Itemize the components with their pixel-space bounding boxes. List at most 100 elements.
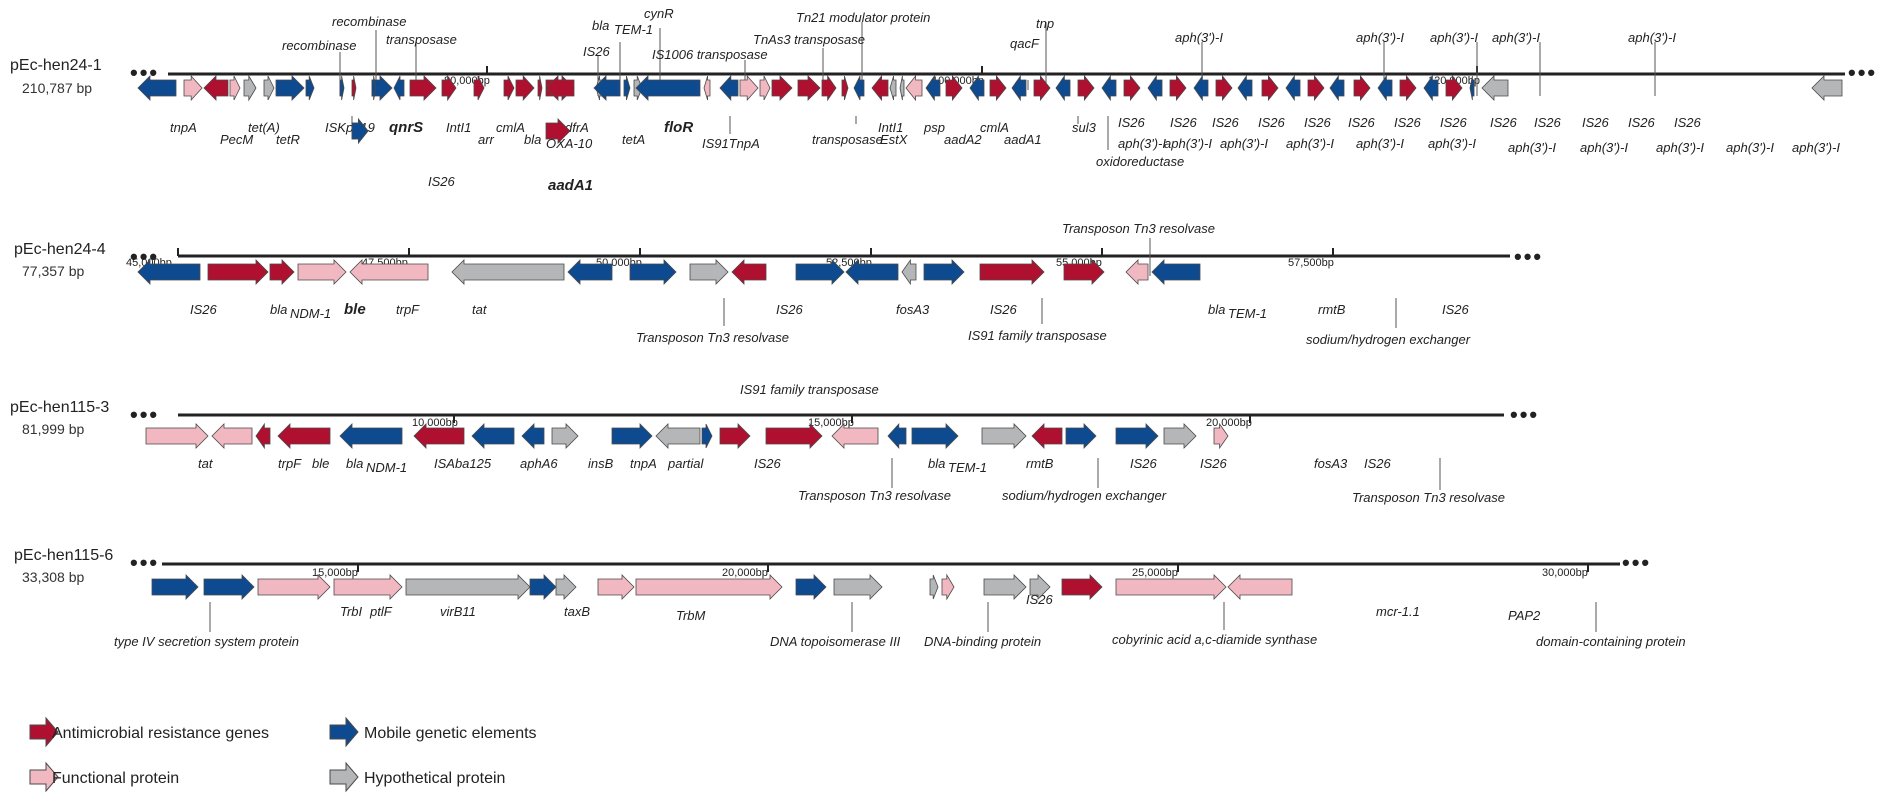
leader-lines — [209, 602, 1597, 632]
gene-label: aphA6 — [520, 456, 558, 471]
gene-label: type IV secretion system protein — [114, 634, 299, 649]
gene-arrow-mobile — [1285, 74, 1301, 102]
gene-arrow-hypothetical — [1029, 574, 1051, 600]
gene-arrow-hypothetical — [833, 574, 883, 600]
gene-arrow-hypothetical — [243, 74, 257, 102]
gene-arrow-amr — [255, 422, 271, 450]
gene-arrow-mobile — [1329, 74, 1345, 102]
gene-arrow-mobile — [1065, 423, 1097, 449]
gene-arrow-functional — [635, 574, 783, 600]
gene-arrow-amr — [1077, 74, 1095, 102]
gene-arrow-amr — [409, 75, 437, 101]
tick-label: 15,000bp — [808, 417, 854, 429]
gene-label: IS26 — [428, 174, 456, 189]
gene-arrow-amr — [1063, 259, 1105, 285]
gene-arrow-mobile — [719, 74, 739, 102]
gene-label: aph(3')-I — [1118, 136, 1166, 151]
gene-label: sodium/hydrogen exchanger — [1306, 332, 1471, 347]
gene-label: mcr-1.1 — [1376, 604, 1420, 619]
gene-label: Transposon Tn3 resolvase — [1062, 221, 1215, 236]
tick-label: 20,000bp — [722, 567, 768, 579]
gene-label: PecM — [220, 132, 253, 147]
gene-arrow-amr — [1061, 574, 1103, 600]
gene-label: aph(3')-I — [1792, 140, 1840, 155]
gene-label: recombinase — [282, 38, 356, 53]
gene-label: transposase — [812, 132, 883, 147]
gene-arrow-amr — [351, 75, 357, 101]
gene-label: aph(3')-I — [1356, 136, 1404, 151]
gene-label: TrbI — [340, 604, 363, 619]
gene-label: TnAs3 transposase — [753, 32, 865, 47]
gene-label: IS26 — [1026, 592, 1054, 607]
gene-label: tat — [472, 302, 488, 317]
legend-swatch-hypothetical — [329, 761, 359, 793]
gene-label: aph(3')-I — [1220, 136, 1268, 151]
gene-label: IS26 — [990, 302, 1018, 317]
gene-arrow-amr — [1123, 74, 1141, 102]
ellipsis-left: ••• — [130, 402, 159, 427]
gene-arrow-mobile — [1011, 74, 1027, 102]
gene-arrow-amr — [545, 118, 571, 144]
gene-label: aph(3')-I — [1356, 30, 1404, 45]
gene-arrow-hypothetical — [981, 423, 1027, 449]
gene-arrow-functional — [211, 423, 253, 449]
gene-arrow-mobile — [1147, 74, 1163, 102]
gene-label: aph(3')-I — [1428, 136, 1476, 151]
gene-arrow-mobile — [339, 75, 345, 101]
legend-swatch-mobile — [329, 716, 359, 748]
gene-arrow-amr — [1399, 74, 1417, 102]
tick-label: 30,000bp — [1542, 567, 1588, 579]
gene-label: aph(3')-I — [1580, 140, 1628, 155]
gene-label: IS26 — [1130, 456, 1158, 471]
gene-arrow-amr — [545, 75, 575, 101]
gene-label: tet(A) — [248, 120, 280, 135]
gene-label: aadA1 — [548, 177, 593, 194]
gene-arrow-functional — [1115, 574, 1227, 600]
gene-arrow-mobile — [795, 574, 827, 600]
plasmid-size: 33,308 bp — [22, 569, 84, 585]
gene-label: IS26 — [1628, 115, 1656, 130]
gene-arrow-mobile — [611, 423, 653, 449]
gene-label: insB — [588, 456, 614, 471]
gene-arrow-mobile — [521, 423, 545, 449]
tick-label: 20,000bp — [1206, 417, 1252, 429]
gene-label: Transposon Tn3 resolvase — [798, 488, 951, 503]
gene-arrow-functional — [1213, 422, 1229, 450]
gene-label: cmlA — [496, 120, 525, 135]
gene-label-sub: TEM-1 — [614, 22, 653, 37]
gene-arrow-mobile — [1237, 74, 1253, 102]
gene-arrow-hypothetical — [451, 259, 565, 285]
gene-label: IS1006 transposase — [652, 47, 768, 62]
gene-label: aph(3')-I — [1430, 30, 1478, 45]
gene-arrow-functional — [297, 259, 347, 285]
gene-arrow-mobile — [1377, 74, 1393, 102]
tick-label: 57,500bp — [1288, 257, 1334, 269]
gene-arrow-functional — [941, 573, 955, 601]
gene-arrow-functional — [905, 74, 923, 102]
legend-item-amr: Antimicrobial resistance genes — [29, 716, 269, 748]
gene-label: arr — [478, 132, 495, 147]
gene-label: aadA2 — [944, 132, 982, 147]
gene-label: taxB — [564, 604, 590, 619]
gene-label: IS91TnpA — [702, 136, 760, 151]
gene-label: aph(3')-I — [1175, 30, 1223, 45]
gene-arrow-mobile — [635, 75, 701, 101]
gene-arrow-mobile — [1151, 259, 1201, 285]
gene-label: aph(3')-I — [1164, 136, 1212, 151]
gene-label: IS26 — [583, 44, 611, 59]
plasmid-name: pEc-hen24-1 — [10, 57, 102, 74]
gene-arrow-functional — [257, 574, 331, 600]
gene-arrow-hypothetical — [555, 574, 577, 600]
gene-label: trpF — [396, 302, 420, 317]
gene-arrow-amr — [503, 75, 515, 101]
gene-label: IS26 — [1118, 115, 1146, 130]
gene-label: ble — [312, 456, 329, 471]
plasmid-size: 81,999 bp — [22, 421, 84, 437]
gene-arrow-functional — [183, 74, 203, 102]
gene-label: bla — [346, 456, 363, 471]
gene-label: TrbM — [676, 608, 706, 623]
ellipsis-right: ••• — [1848, 60, 1877, 85]
gene-arrow-mobile — [393, 75, 405, 101]
gene-label: floR — [664, 119, 693, 136]
gene-arrow-amr — [1353, 74, 1371, 102]
